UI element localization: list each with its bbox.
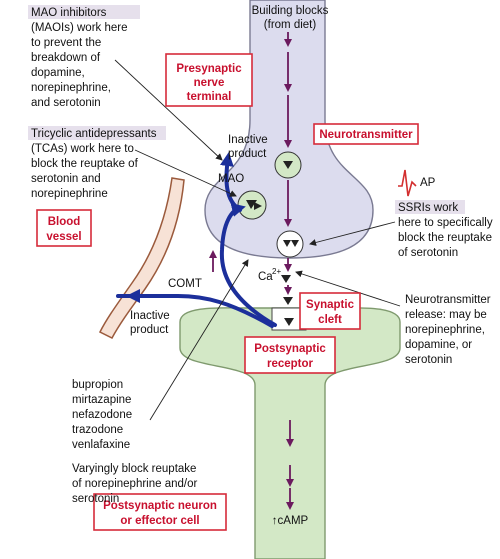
ap-label: AP bbox=[420, 177, 436, 189]
maoi-note: MAO inhibitors (MAOIs) work here to prev… bbox=[31, 7, 128, 109]
inactive-product-top: Inactive product bbox=[228, 134, 268, 160]
svg-text:serotonin: serotonin bbox=[72, 493, 119, 505]
reuptake-arrow bbox=[219, 203, 277, 327]
svg-text:product: product bbox=[130, 324, 169, 336]
svg-text:Building blocks: Building blocks bbox=[252, 5, 329, 17]
inactive-product-bottom: Inactive product bbox=[130, 310, 170, 336]
label-postsynaptic-neuron: Postsynaptic neuron or effector cell bbox=[93, 493, 227, 531]
camp-label: ↑cAMP bbox=[272, 515, 309, 527]
svg-text:Inactive: Inactive bbox=[228, 134, 268, 146]
svg-text:product: product bbox=[228, 148, 267, 160]
drug-list: bupropion mirtazapine nefazodone trazodo… bbox=[72, 379, 132, 451]
svg-text:cleft: cleft bbox=[318, 314, 342, 326]
svg-text:trazodone: trazodone bbox=[72, 424, 123, 436]
svg-text:here to specifically: here to specifically bbox=[398, 217, 493, 229]
label-blood-vessel: Blood vessel bbox=[36, 209, 92, 247]
svg-text:Synaptic: Synaptic bbox=[306, 299, 355, 311]
varying-note: Varyingly block reuptake of norepinephri… bbox=[72, 463, 197, 505]
comt-arrow bbox=[126, 289, 274, 328]
action-potential-trace bbox=[398, 169, 417, 197]
svg-text:venlafaxine: venlafaxine bbox=[72, 439, 130, 451]
svg-text:serotonin and: serotonin and bbox=[31, 173, 101, 185]
svg-text:Blood: Blood bbox=[48, 216, 81, 228]
svg-text:breakdown of: breakdown of bbox=[31, 52, 101, 64]
svg-text:vessel: vessel bbox=[46, 231, 81, 243]
tca-note: Tricyclic antidepressants (TCAs) work he… bbox=[31, 128, 157, 200]
svg-text:norepinephrine,: norepinephrine, bbox=[31, 82, 111, 94]
svg-text:dopamine, or: dopamine, or bbox=[405, 339, 472, 351]
svg-text:release: may be: release: may be bbox=[405, 309, 487, 321]
svg-text:receptor: receptor bbox=[267, 358, 314, 370]
comt-label: COMT bbox=[168, 278, 202, 290]
release-note: Neurotransmitter release: may be norepin… bbox=[405, 294, 491, 366]
building-blocks-text: Building blocks (from diet) bbox=[252, 5, 329, 31]
svg-text:Inactive: Inactive bbox=[130, 310, 170, 322]
svg-text:or effector cell: or effector cell bbox=[120, 515, 199, 527]
svg-text:(from diet): (from diet) bbox=[264, 19, 317, 31]
svg-text:Neurotransmitter: Neurotransmitter bbox=[319, 129, 413, 141]
svg-text:Presynaptic: Presynaptic bbox=[176, 63, 242, 75]
calcium-label: Ca 2+ bbox=[258, 267, 281, 283]
label-presynaptic-terminal: Presynaptic nerve terminal bbox=[165, 53, 253, 107]
blood-vessel bbox=[98, 177, 185, 339]
svg-text:MAO inhibitors: MAO inhibitors bbox=[31, 7, 107, 19]
mao-label: MAO bbox=[218, 173, 244, 185]
svg-text:dopamine,: dopamine, bbox=[31, 67, 85, 79]
svg-text:mirtazapine: mirtazapine bbox=[72, 394, 131, 406]
label-postsynaptic-receptor: Postsynaptic receptor bbox=[244, 336, 336, 374]
svg-text:Postsynaptic neuron: Postsynaptic neuron bbox=[103, 500, 217, 512]
svg-text:block the reuptake of: block the reuptake of bbox=[31, 158, 139, 170]
label-neurotransmitter: Neurotransmitter bbox=[313, 123, 419, 145]
svg-text:to prevent the: to prevent the bbox=[31, 37, 101, 49]
svg-text:Tricyclic antidepressants: Tricyclic antidepressants bbox=[31, 128, 157, 140]
ssri-note: SSRIs work here to specifically block th… bbox=[398, 202, 493, 259]
svg-text:(MAOIs) work here: (MAOIs) work here bbox=[31, 22, 128, 34]
svg-text:nefazodone: nefazodone bbox=[72, 409, 132, 421]
svg-text:(TCAs) work here to: (TCAs) work here to bbox=[31, 143, 134, 155]
svg-text:Ca: Ca bbox=[258, 271, 273, 283]
svg-text:block the reuptake: block the reuptake bbox=[398, 232, 492, 244]
svg-text:of norepinephrine and/or: of norepinephrine and/or bbox=[72, 478, 197, 490]
svg-text:Neurotransmitter: Neurotransmitter bbox=[405, 294, 491, 306]
svg-text:serotonin: serotonin bbox=[405, 354, 452, 366]
label-synaptic-cleft: Synaptic cleft bbox=[299, 292, 361, 330]
svg-text:Postsynaptic: Postsynaptic bbox=[254, 343, 326, 355]
mao-arrow bbox=[219, 152, 242, 212]
svg-text:Varyingly block reuptake: Varyingly block reuptake bbox=[72, 463, 196, 475]
svg-text:and serotonin: and serotonin bbox=[31, 97, 101, 109]
svg-text:bupropion: bupropion bbox=[72, 379, 123, 391]
svg-text:SSRIs work: SSRIs work bbox=[398, 202, 458, 214]
svg-text:terminal: terminal bbox=[187, 91, 232, 103]
svg-text:2+: 2+ bbox=[272, 267, 281, 276]
svg-text:norepinephrine: norepinephrine bbox=[31, 188, 108, 200]
svg-text:nerve: nerve bbox=[194, 77, 225, 89]
svg-text:norepinephrine,: norepinephrine, bbox=[405, 324, 485, 336]
svg-text:of serotonin: of serotonin bbox=[398, 247, 458, 259]
vesicle-release bbox=[276, 230, 304, 258]
